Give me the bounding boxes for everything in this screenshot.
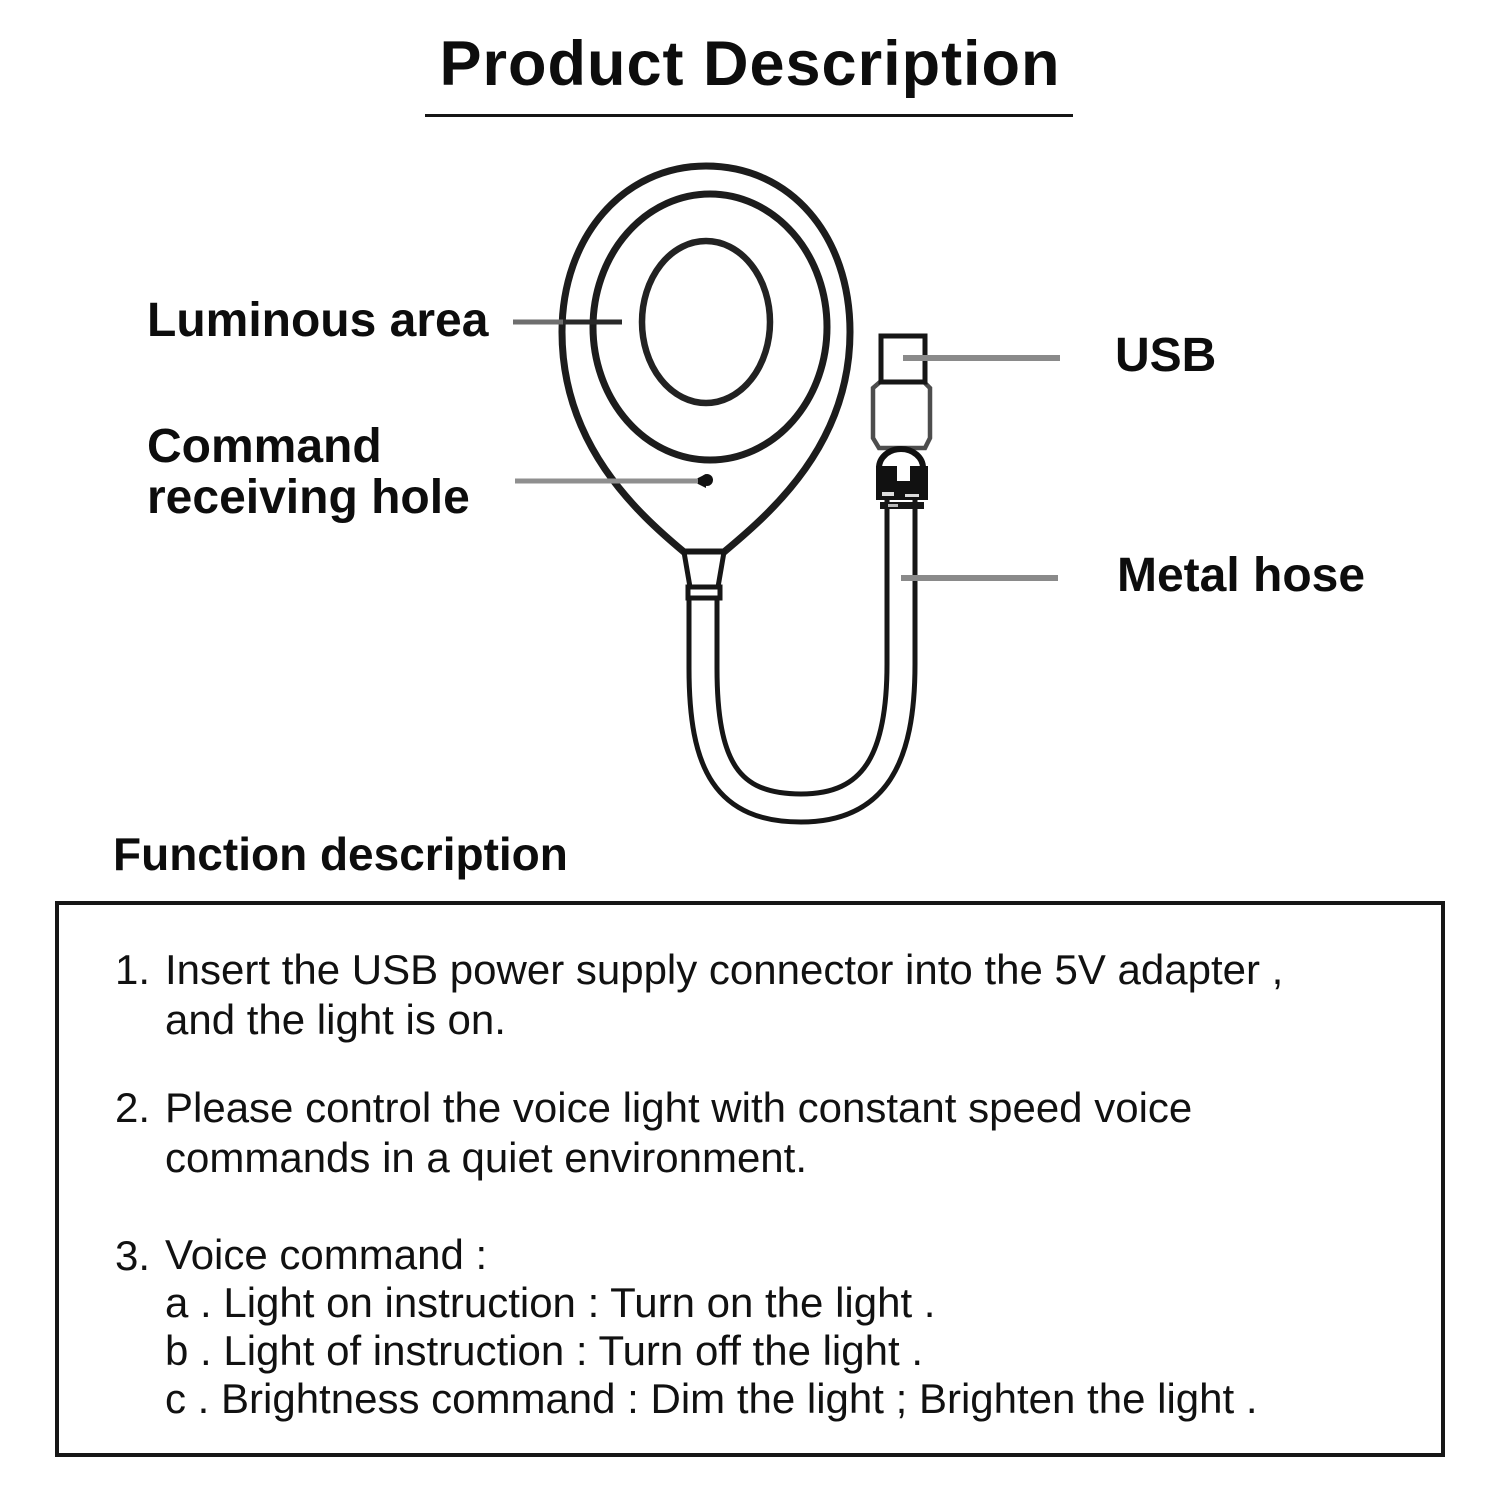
page-title: Product Description (439, 29, 1061, 99)
function-item-3: 3. Voice command : a . Light on instruct… (115, 1231, 1417, 1423)
voice-command-a: a . Light on instruction : Turn on the l… (165, 1279, 936, 1326)
usb-label: USB (1115, 329, 1217, 382)
function-description-box: 1. Insert the USB power supply connector… (55, 901, 1445, 1457)
leader-lines (513, 319, 1060, 581)
command-label-line1: Command (147, 420, 382, 473)
item-number: 2. (115, 1084, 151, 1131)
function-item-2: 2. Please control the voice light with c… (115, 1083, 1417, 1183)
usb-connector-drawing (870, 333, 933, 509)
metal-hose-label: Metal hose (1117, 549, 1366, 602)
item-text: Please control the voice light with cons… (165, 1084, 1193, 1181)
title-underline (425, 114, 1073, 117)
item-number: 1. (115, 946, 151, 993)
item-text: Insert the USB power supply connector in… (165, 946, 1284, 1043)
voice-command-c: c . Brightness command : Dim the light ;… (165, 1375, 1258, 1422)
metal-hose-drawing (686, 498, 918, 825)
item-number: 3. (115, 1232, 151, 1279)
command-hole-drawing (692, 474, 713, 488)
command-receiving-hole-label: Command receiving hole (147, 421, 470, 523)
command-label-line2: receiving hole (147, 471, 470, 524)
function-description-heading: Function description (113, 828, 568, 880)
item-text: Voice command : a . Light on instruction… (165, 1231, 1417, 1423)
luminous-area-label: Luminous area (147, 294, 489, 347)
function-item-1: 1. Insert the USB power supply connector… (115, 945, 1417, 1045)
lamp-head-drawing (558, 162, 854, 601)
voice-command-b: b . Light of instruction : Turn off the … (165, 1327, 923, 1374)
